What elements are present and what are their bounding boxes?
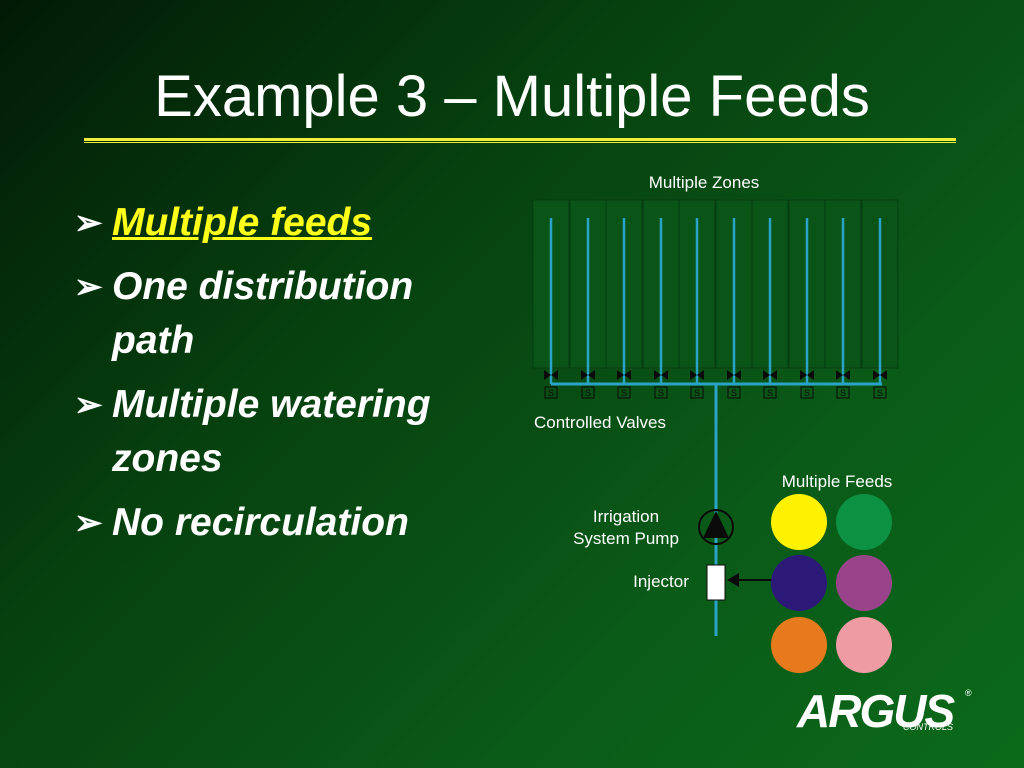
bullet-text: Multiple watering zones bbox=[112, 383, 431, 480]
bullet-text: One distribution path bbox=[112, 265, 414, 362]
solenoid-box bbox=[763, 386, 777, 399]
registered-mark: ® bbox=[965, 688, 972, 698]
solenoid-label: S bbox=[694, 388, 700, 398]
valve-icon bbox=[654, 370, 661, 380]
zone-4: S bbox=[642, 199, 680, 399]
valve-icon bbox=[843, 370, 850, 380]
feed-tank-5 bbox=[771, 617, 827, 673]
zone-10: S bbox=[861, 199, 899, 399]
valve-icon bbox=[770, 370, 777, 380]
valve-icon bbox=[617, 370, 624, 380]
slide-title: Example 3 – Multiple Feeds bbox=[154, 64, 870, 129]
feed-tank-1 bbox=[771, 494, 827, 550]
feeds-label: Multiple Feeds bbox=[781, 472, 893, 491]
valve-icon bbox=[697, 370, 704, 380]
arrow-bullet-icon: ➢ bbox=[74, 504, 103, 542]
feed-tank-4 bbox=[836, 555, 892, 611]
zone-6: S bbox=[715, 199, 753, 399]
valve-icon bbox=[588, 370, 595, 380]
solenoid-label: S bbox=[804, 388, 810, 398]
pump-icon bbox=[698, 509, 734, 545]
solenoid-box bbox=[544, 386, 558, 399]
feed-tank-6 bbox=[836, 617, 892, 673]
valve-icon bbox=[800, 370, 807, 380]
solenoid-box bbox=[873, 386, 887, 399]
feed-tank-group bbox=[771, 494, 892, 673]
solenoid-label: S bbox=[731, 388, 737, 398]
solenoid-label: S bbox=[548, 388, 554, 398]
feed-tank-3 bbox=[771, 555, 827, 611]
valve-icon bbox=[880, 370, 887, 380]
arrow-bullet-icon: ➢ bbox=[74, 268, 103, 306]
feed-line-arrow bbox=[727, 573, 772, 587]
bullet-item-watering-zones: ➢ Multiple watering zones bbox=[74, 378, 494, 486]
bullet-text: Multiple feeds bbox=[112, 201, 373, 244]
zone-9: S bbox=[824, 199, 862, 399]
valve-icon bbox=[763, 370, 770, 380]
arrow-bullet-icon: ➢ bbox=[74, 204, 103, 242]
solenoid-box bbox=[581, 386, 595, 399]
zone-8: S bbox=[788, 199, 826, 399]
bullet-item-multiple-feeds: ➢ Multiple feeds bbox=[74, 196, 494, 250]
valve-icon bbox=[581, 370, 588, 380]
solenoid-box bbox=[654, 386, 668, 399]
bullet-text: No recirculation bbox=[112, 501, 409, 544]
valve-icon bbox=[734, 370, 741, 380]
solenoid-box bbox=[727, 386, 741, 399]
valve-icon bbox=[807, 370, 814, 380]
valves-label: Controlled Valves bbox=[534, 413, 666, 432]
feed-tank-2 bbox=[836, 494, 892, 550]
solenoid-box bbox=[836, 386, 850, 399]
arrow-bullet-icon: ➢ bbox=[74, 386, 103, 424]
title-divider bbox=[84, 138, 956, 143]
valve-icon bbox=[836, 370, 843, 380]
valve-icon bbox=[873, 370, 880, 380]
valve-icon bbox=[690, 370, 697, 380]
valve-icon bbox=[727, 370, 734, 380]
logo-subtitle: CONTROLS bbox=[903, 722, 954, 732]
zone-3: S bbox=[605, 199, 643, 399]
solenoid-label: S bbox=[621, 388, 627, 398]
pump-label-line1: Irrigation bbox=[592, 507, 660, 526]
pump-label-line2: System Pump bbox=[573, 529, 679, 548]
solenoid-label: S bbox=[767, 388, 773, 398]
logo-wordmark: ARGUS bbox=[797, 685, 955, 737]
zone-5: S bbox=[678, 199, 716, 399]
zone-7: S bbox=[751, 199, 789, 399]
injector-label: Injector bbox=[633, 572, 689, 591]
zone-1: S bbox=[532, 199, 570, 399]
solenoid-label: S bbox=[585, 388, 591, 398]
valve-icon bbox=[551, 370, 558, 380]
solenoid-box bbox=[690, 386, 704, 399]
zone-2: S bbox=[569, 199, 607, 399]
injector-icon bbox=[706, 564, 726, 601]
bullet-item-distribution-path: ➢ One distribution path bbox=[74, 260, 494, 368]
valve-icon bbox=[544, 370, 551, 380]
argus-controls-logo: ARGUS CONTROLS ® bbox=[797, 686, 977, 748]
zones-label: Multiple Zones bbox=[648, 173, 760, 192]
valve-icon bbox=[661, 370, 668, 380]
pump-label: Irrigation System Pump bbox=[548, 506, 704, 550]
solenoid-label: S bbox=[877, 388, 883, 398]
valve-icon bbox=[624, 370, 631, 380]
solenoid-box bbox=[617, 386, 631, 399]
bullet-list: ➢ Multiple feeds ➢ One distribution path… bbox=[74, 196, 494, 560]
bullet-item-no-recirculation: ➢ No recirculation bbox=[74, 496, 494, 550]
solenoid-label: S bbox=[658, 388, 664, 398]
solenoid-label: S bbox=[840, 388, 846, 398]
solenoid-box bbox=[800, 386, 814, 399]
